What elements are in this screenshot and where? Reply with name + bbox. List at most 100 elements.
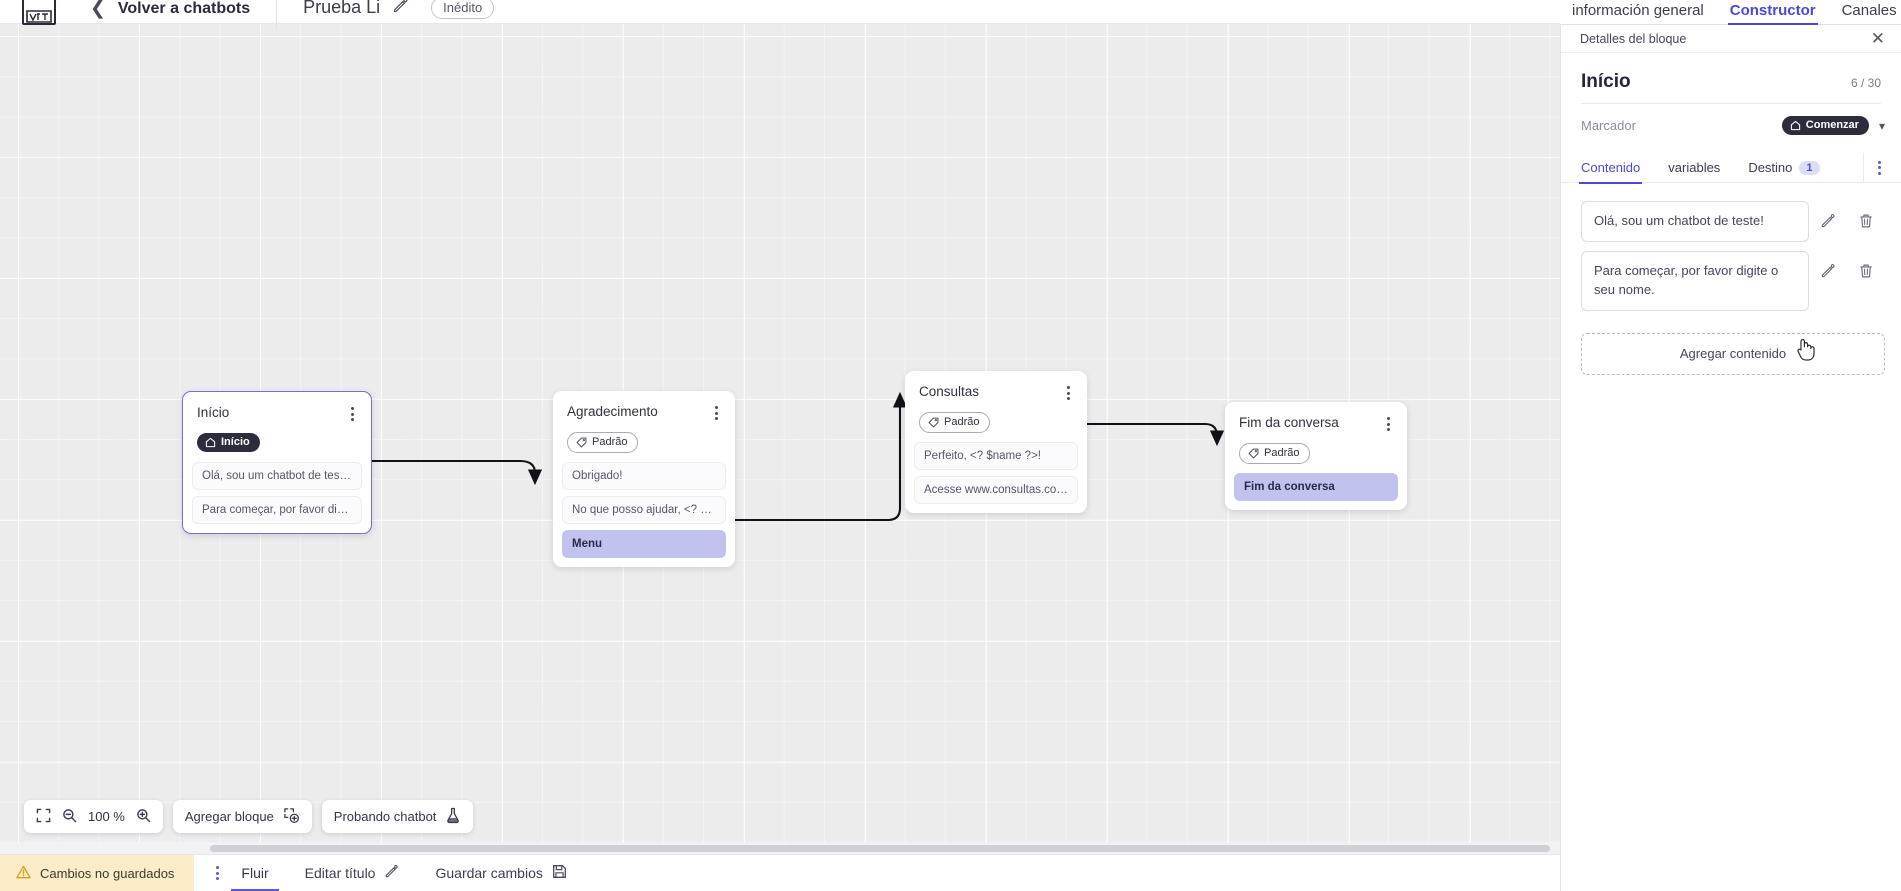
trash-icon[interactable]: [1847, 207, 1885, 235]
flow-node-fim-da-conversa[interactable]: Fim da conversa Padrão Fim da conversa: [1225, 402, 1407, 510]
node-message[interactable]: Perfeito, <? $name ?>!: [914, 442, 1078, 470]
bot-title: Prueba Li: [303, 0, 381, 17]
panel-header-title: Detalles del bloque: [1580, 31, 1687, 46]
canvas-horizontal-scrollbar[interactable]: [0, 843, 1560, 854]
node-title: Início: [197, 405, 230, 420]
pencil-icon[interactable]: [1809, 207, 1847, 235]
unsaved-changes-indicator: Cambios no guardados: [0, 854, 195, 891]
node-message-menu[interactable]: Menu: [562, 530, 726, 558]
panel-tabs: Contenido variables Destino 1: [1561, 152, 1901, 184]
node-message[interactable]: Olá, sou um chatbot de teste!: [192, 461, 362, 490]
status-bar: Cambios no guardados Fluir Editar título…: [0, 854, 1560, 891]
node-title: Agradecimento: [567, 404, 658, 419]
panel-title-row: Início 6 / 30: [1561, 53, 1901, 103]
add-content-button[interactable]: Agregar contenido: [1581, 332, 1885, 375]
zoom-out-icon[interactable]: [62, 808, 77, 826]
status-badge: Inédito: [431, 0, 495, 19]
test-chatbot-label: Probando chatbot: [333, 809, 437, 824]
tab-contenido[interactable]: Contenido: [1578, 153, 1643, 184]
node-message[interactable]: Fim da conversa: [1234, 473, 1398, 501]
tag-icon: [1248, 448, 1259, 458]
zoom-in-icon[interactable]: [136, 808, 151, 826]
panel-header: Detalles del bloque ✕: [1561, 25, 1901, 53]
tab-destino[interactable]: Destino 1: [1748, 153, 1820, 183]
node-title: Consultas: [919, 384, 980, 399]
node-messages: Olá, sou um chatbot de teste! Para começ…: [183, 461, 371, 533]
pencil-icon[interactable]: [1809, 257, 1847, 285]
destino-count-badge: 1: [1799, 160, 1820, 175]
more-vertical-icon[interactable]: [712, 404, 721, 422]
node-tag-label: Padrão: [592, 436, 628, 448]
block-details-panel: Detalles del bloque ✕ Início 6 / 30 Marc…: [1560, 25, 1901, 891]
flask-icon: [445, 807, 461, 827]
chevron-left-icon[interactable]: ❮: [90, 0, 106, 19]
marker-badge-label: Comenzar: [1805, 119, 1859, 131]
tab-canales[interactable]: Canales: [1841, 2, 1897, 19]
pencil-icon[interactable]: [392, 0, 409, 19]
marker-badge[interactable]: Comenzar: [1781, 116, 1869, 135]
home-icon: [1790, 120, 1800, 130]
node-tag-badge: Padrão: [919, 412, 991, 433]
header-divider: [276, 0, 278, 30]
home-icon: [205, 437, 216, 447]
trash-icon[interactable]: [1847, 257, 1885, 285]
top-tabs: información general Constructor Canales: [1560, 0, 1901, 25]
flow-node-inicio[interactable]: Início Início Olá, sou um chatbot de tes…: [182, 391, 372, 534]
node-header: Agradecimento Padrão: [553, 391, 735, 462]
node-message[interactable]: No que posso ajudar, <? $name ...: [562, 496, 726, 524]
panel-content-list: Olá, sou um chatbot de teste!: [1561, 183, 1901, 891]
more-vertical-icon[interactable]: [348, 405, 357, 423]
tab-informacion-general[interactable]: información general: [1572, 2, 1704, 19]
flow-node-agradecimento[interactable]: Agradecimento Padrão Obrigado! No que po…: [553, 391, 735, 567]
node-header: Início Início: [183, 392, 371, 462]
back-to-chatbots-link[interactable]: Volver a chatbots: [117, 0, 251, 17]
node-tag-badge: Padrão: [1239, 443, 1311, 464]
save-changes-button[interactable]: Guardar cambios: [435, 855, 566, 891]
more-vertical-icon[interactable]: [1863, 152, 1885, 183]
more-vertical-icon[interactable]: [1384, 415, 1393, 433]
node-message[interactable]: Para começar, por favor digite o ...: [192, 495, 362, 524]
more-vertical-icon[interactable]: [1064, 384, 1073, 402]
node-tag-label: Padrão: [944, 416, 980, 428]
node-title: Fim da conversa: [1239, 415, 1339, 430]
vtex-logo-icon: [22, 0, 56, 25]
marker-label: Marcador: [1581, 118, 1636, 133]
content-item-row: Para começar, por favor digite o seu nom…: [1581, 250, 1885, 311]
node-tag-label: Início: [221, 436, 250, 448]
content-text[interactable]: Para começar, por favor digite o seu nom…: [1581, 250, 1809, 311]
node-header: Consultas Padrão: [905, 371, 1087, 442]
node-messages: Fim da conversa: [1225, 473, 1407, 510]
node-message[interactable]: Obrigado!: [562, 462, 726, 490]
tab-destino-label: Destino: [1748, 160, 1793, 175]
add-block-label: Agregar bloque: [184, 809, 274, 824]
scrollbar-thumb[interactable]: [210, 845, 1550, 852]
chevron-down-icon[interactable]: ▾: [1878, 118, 1885, 133]
marker-row: Marcador Comenzar ▾: [1561, 104, 1901, 147]
char-count: 6 / 30: [1850, 76, 1881, 90]
node-tag-badge: Início: [197, 433, 260, 452]
flow-node-consultas[interactable]: Consultas Padrão Perfeito, <? $name ?>! …: [905, 371, 1087, 513]
add-block-button[interactable]: Agregar bloque: [172, 800, 312, 833]
tab-constructor[interactable]: Constructor: [1727, 2, 1818, 25]
statusbar-tab-fluir[interactable]: Fluir: [231, 855, 279, 891]
fit-screen-icon[interactable]: [36, 808, 51, 826]
close-icon[interactable]: ✕: [1870, 29, 1885, 48]
edit-title-button[interactable]: Editar título: [305, 855, 400, 891]
canvas-toolbar: 100 % Agregar bloque Probando chatbot: [24, 800, 474, 833]
divider: [1581, 103, 1881, 104]
save-changes-label: Guardar cambios: [435, 865, 543, 881]
test-chatbot-button[interactable]: Probando chatbot: [321, 800, 474, 833]
edit-title-label: Editar título: [304, 865, 376, 881]
tag-icon: [928, 417, 939, 427]
fluir-label: Fluir: [241, 865, 269, 881]
tag-icon: [576, 437, 587, 447]
unsaved-changes-label: Cambios no guardados: [40, 865, 175, 881]
node-message[interactable]: Acesse www.consultas.com par...: [914, 476, 1078, 504]
flow-canvas[interactable]: Início Início Olá, sou um chatbot de tes…: [0, 24, 1560, 851]
more-vertical-icon[interactable]: [216, 866, 220, 880]
tab-variables-label: variables: [1668, 160, 1721, 175]
node-tag-label: Padrão: [1264, 447, 1300, 459]
zoom-level: 100 %: [88, 809, 125, 824]
tab-variables[interactable]: variables: [1668, 153, 1720, 183]
content-text[interactable]: Olá, sou um chatbot de teste!: [1581, 201, 1809, 242]
